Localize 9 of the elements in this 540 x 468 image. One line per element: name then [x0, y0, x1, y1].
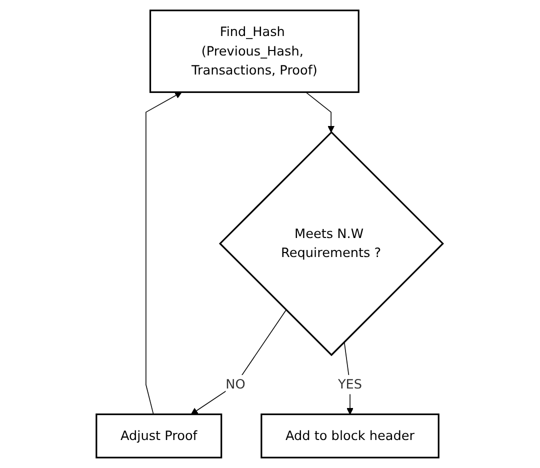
- node-diamond: Meets N.W Requirements ?: [219, 131, 444, 356]
- node-box: Find_Hash (Previous_Hash, Transactions, Proof): [150, 10, 360, 93]
- node-box: Adjust Proof: [96, 414, 223, 458]
- edge-label: NO: [226, 376, 246, 392]
- edge-label: YES: [338, 376, 362, 392]
- node-box: Add to block header: [260, 414, 440, 458]
- arrow: [306, 92, 335, 133]
- arrow: [146, 92, 182, 415]
- arrow: [191, 310, 287, 415]
